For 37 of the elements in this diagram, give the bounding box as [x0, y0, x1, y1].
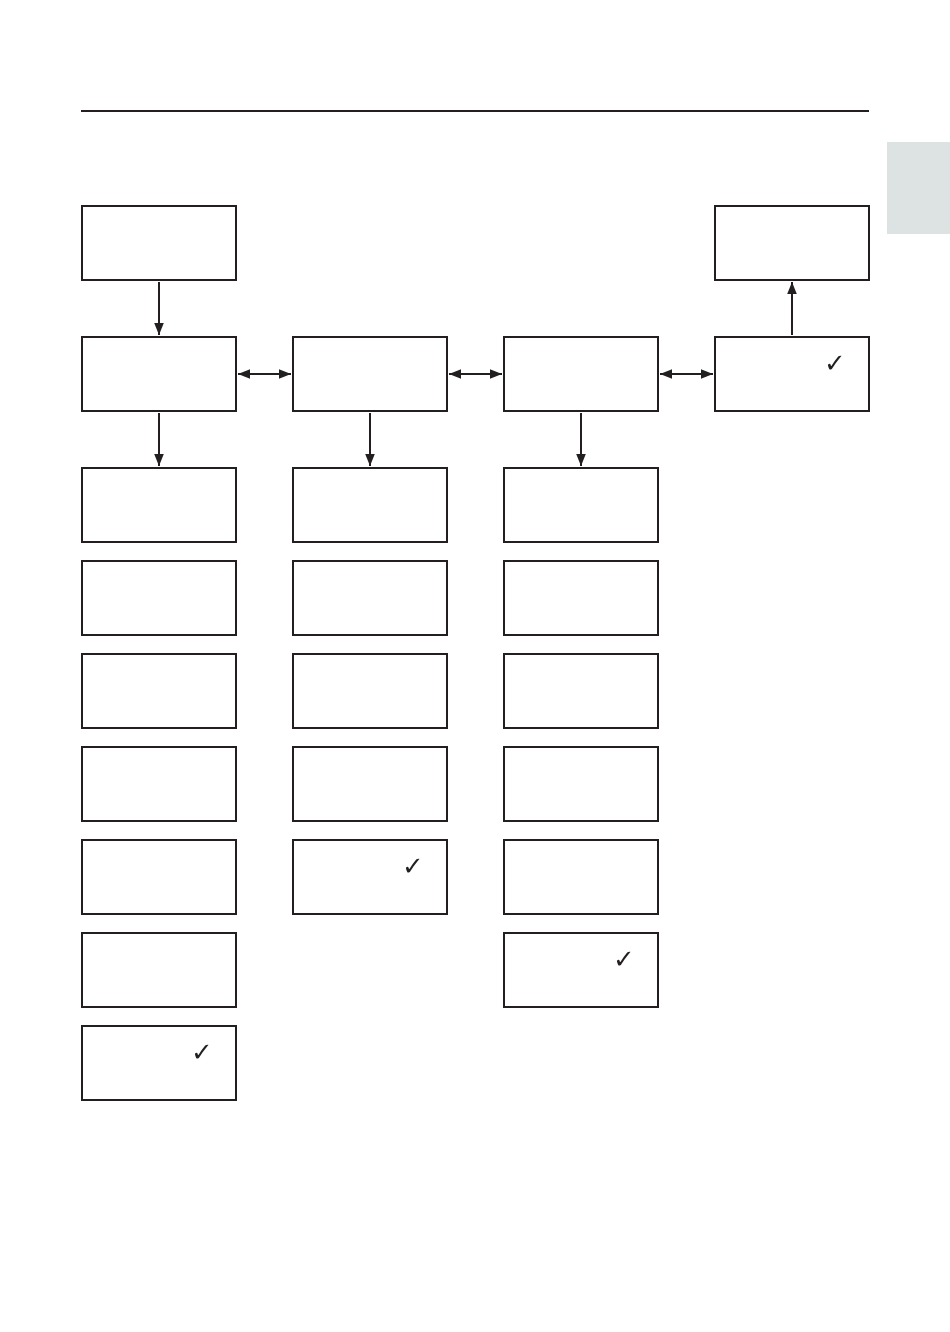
flow-box — [292, 839, 448, 915]
side-tab — [887, 142, 950, 234]
flow-box — [503, 653, 659, 729]
arrow — [154, 281, 164, 336]
flow-box — [292, 560, 448, 636]
flow-box — [503, 336, 659, 412]
arrow — [576, 412, 586, 467]
flow-box — [503, 560, 659, 636]
flow-box — [503, 746, 659, 822]
flow-box — [292, 653, 448, 729]
arrow — [237, 369, 292, 379]
flow-box — [81, 653, 237, 729]
flow-box — [81, 205, 237, 281]
flow-box — [81, 839, 237, 915]
arrow — [659, 369, 714, 379]
flow-box — [503, 932, 659, 1008]
flow-box — [503, 839, 659, 915]
flow-box — [81, 1025, 237, 1101]
flow-box — [292, 467, 448, 543]
check-mark: ✓ — [191, 1039, 213, 1065]
check-mark: ✓ — [824, 350, 846, 376]
flow-box — [81, 560, 237, 636]
flow-box — [292, 746, 448, 822]
flow-box — [292, 336, 448, 412]
flow-box — [81, 932, 237, 1008]
check-mark: ✓ — [613, 946, 635, 972]
arrow — [448, 369, 503, 379]
flow-box — [81, 746, 237, 822]
arrow — [154, 412, 164, 467]
flow-box — [714, 205, 870, 281]
flow-box — [81, 336, 237, 412]
flow-box — [81, 467, 237, 543]
arrow — [787, 281, 797, 336]
arrow — [365, 412, 375, 467]
check-mark: ✓ — [402, 853, 424, 879]
flow-box — [714, 336, 870, 412]
flow-box — [503, 467, 659, 543]
